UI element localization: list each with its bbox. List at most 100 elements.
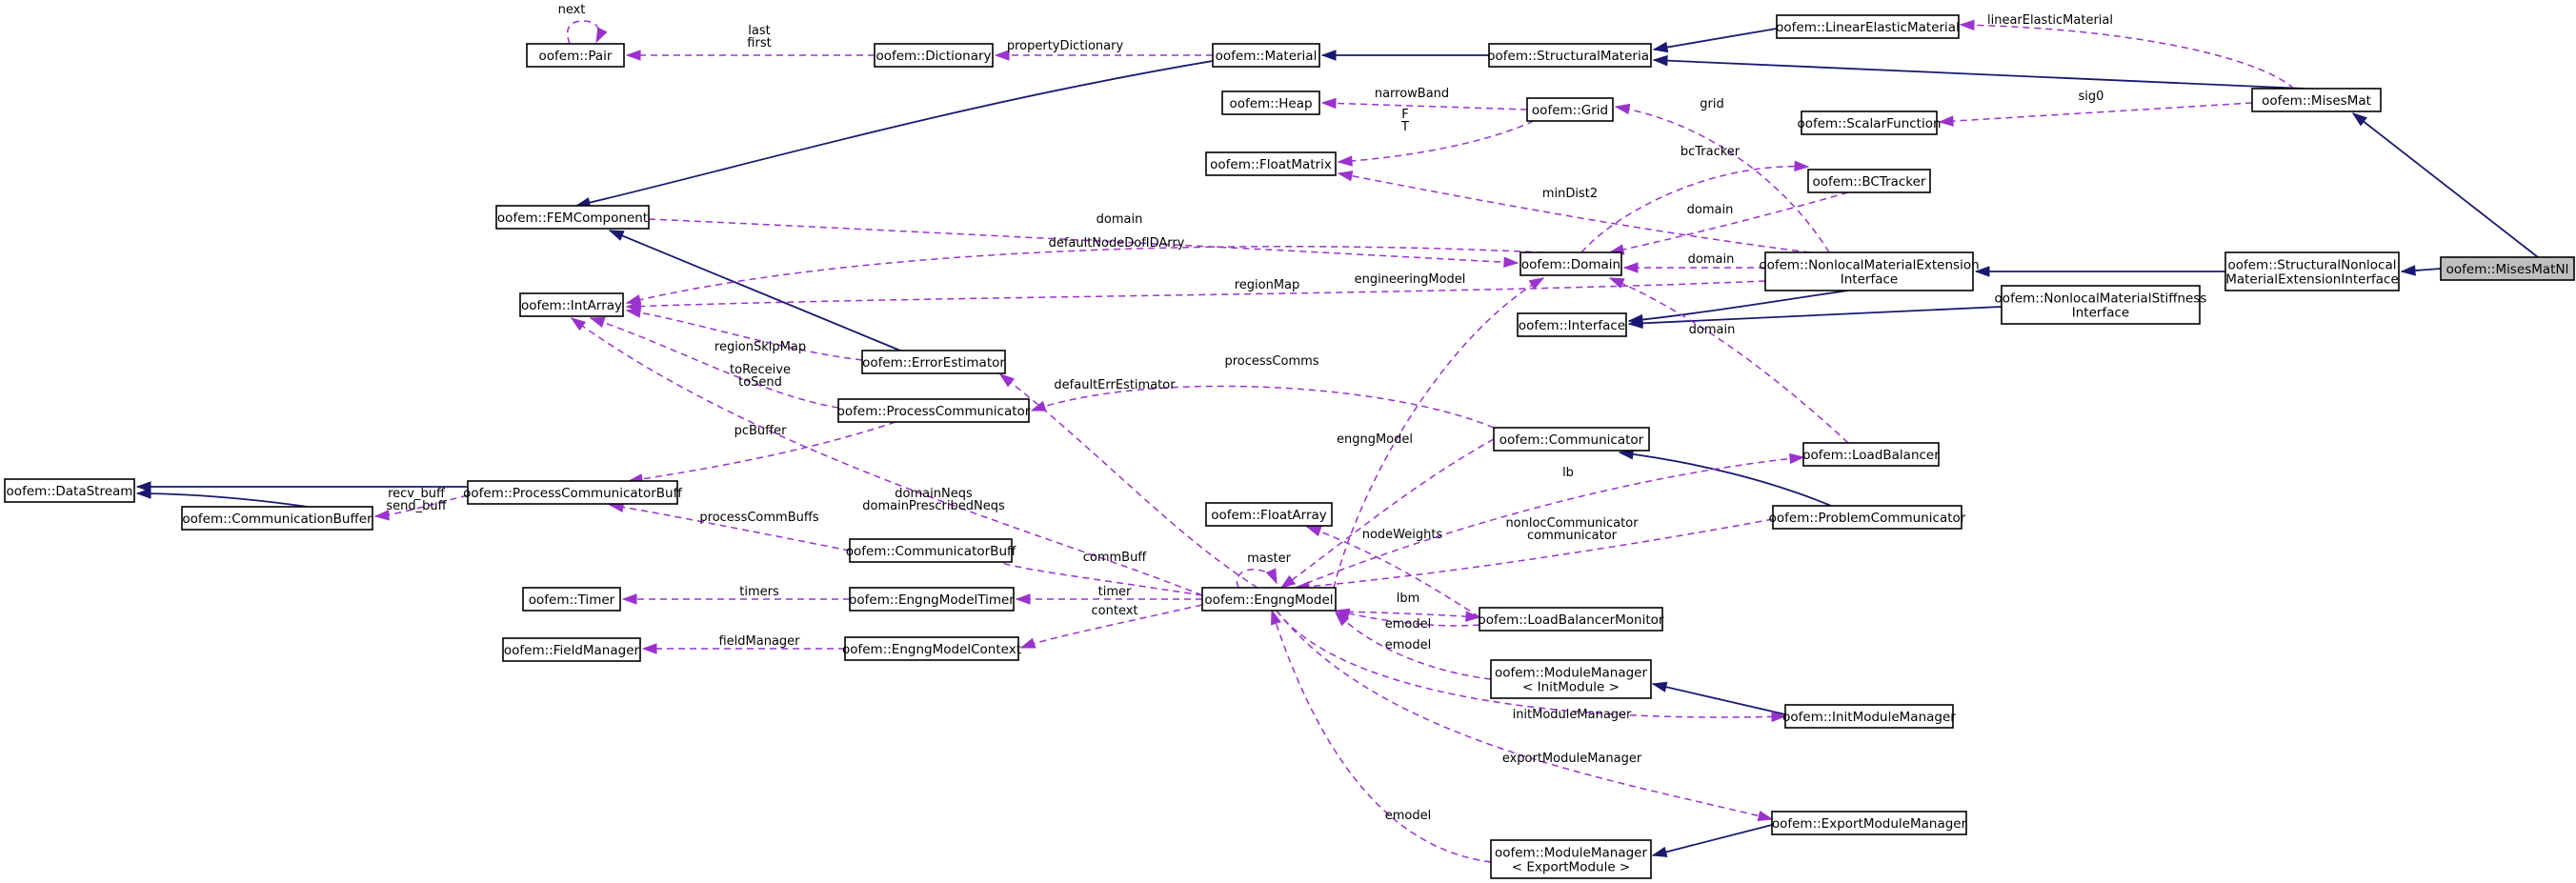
class-node-box	[1801, 110, 1938, 135]
class-node-dictionary[interactable]: oofem::Dictionary	[874, 43, 994, 68]
class-node-domain[interactable]: oofem::Domain	[1519, 251, 1622, 276]
class-node-data-stream[interactable]: oofem::DataStream	[4, 478, 135, 503]
class-node-scalar-function[interactable]: oofem::ScalarFunction	[1797, 110, 1942, 135]
class-node-box	[2224, 251, 2400, 291]
edge-label-emodel-export: emodel	[1385, 809, 1431, 823]
class-node-fem-component[interactable]: oofem::FEMComponent	[495, 205, 650, 230]
usage-edge	[1322, 103, 1528, 110]
class-node-label: oofem::EngngModelTimer	[849, 592, 1015, 608]
class-node-box	[2001, 285, 2201, 325]
class-node-box	[849, 587, 1015, 612]
usage-edge	[566, 20, 599, 45]
class-node-label: oofem::FieldManager	[504, 643, 640, 658]
class-node-material[interactable]: oofem::Material	[1212, 43, 1320, 68]
class-node-box	[1205, 502, 1333, 527]
edge-label-process-comms: processComms	[1224, 354, 1318, 369]
class-node-problem-communicator[interactable]: oofem::ProblemCommunicator	[1769, 505, 1966, 530]
edge-label-domain-bc: domain	[1687, 203, 1734, 217]
class-node-init-module-manager[interactable]: oofem::InitModuleManager	[1782, 704, 1956, 729]
class-node-process-communicator[interactable]: oofem::ProcessCommunicator	[837, 398, 1031, 423]
class-node-label: oofem::DataStream	[7, 484, 133, 499]
edge-label-comm-buff: commBuff	[1083, 551, 1148, 565]
class-node-box	[1807, 169, 1931, 193]
class-node-export-module-manager[interactable]: oofem::ExportModuleManager	[1771, 811, 1967, 835]
usage-edge	[993, 552, 1203, 596]
class-node-engng-model-timer[interactable]: oofem::EngngModelTimer	[849, 587, 1015, 612]
class-node-structural-material[interactable]: oofem::StructuralMaterial	[1487, 43, 1653, 68]
class-node-int-array[interactable]: oofem::IntArray	[519, 292, 624, 317]
class-node-load-balancer-monitor[interactable]: oofem::LoadBalancerMonitor	[1479, 607, 1664, 632]
class-node-label: oofem::BCTracker	[1813, 174, 1926, 190]
edge-label-domain-nl: domain	[1688, 252, 1735, 267]
class-node-module-manager-export[interactable]: oofem::ModuleManager< ExportModule >	[1490, 839, 1652, 879]
class-node-label: oofem::ErrorEstimator	[862, 355, 1005, 371]
class-node-process-communicator-buff[interactable]: oofem::ProcessCommunicatorBuff	[463, 480, 683, 505]
class-node-interface[interactable]: oofem::Interface	[1517, 312, 1627, 337]
class-node-mises-mat-nl[interactable]: oofem::MisesMatNl	[2440, 256, 2575, 281]
class-node-box	[1526, 97, 1614, 122]
class-node-label: oofem::Heap	[1229, 96, 1312, 111]
edge-label-sig0: sig0	[2079, 90, 2104, 104]
class-node-field-manager[interactable]: oofem::FieldManager	[502, 637, 641, 662]
class-node-bc-tracker[interactable]: oofem::BCTracker	[1807, 169, 1931, 193]
usage-edge	[1032, 385, 1495, 429]
class-node-box	[849, 538, 1013, 563]
class-node-label: oofem::ProblemCommunicator	[1769, 511, 1966, 526]
class-node-heap[interactable]: oofem::Heap	[1221, 90, 1320, 115]
class-node-box	[1221, 90, 1320, 115]
class-node-communication-buffer[interactable]: oofem::CommunicationBuffer	[181, 506, 373, 531]
class-node-grid[interactable]: oofem::Grid	[1526, 97, 1614, 122]
class-node-label: oofem::Dictionary	[875, 49, 991, 64]
usage-edge	[1961, 25, 2295, 90]
class-node-mises-mat[interactable]: oofem::MisesMat	[2251, 88, 2382, 112]
class-node-label: oofem::IntArray	[521, 298, 622, 313]
usage-edge	[1610, 277, 1849, 444]
inheritance-edge	[1620, 452, 1832, 507]
edge-label-process-comm-buffs: processCommBuffs	[699, 511, 818, 525]
class-node-label: oofem::EngngModel	[1204, 592, 1333, 608]
usage-edge	[1276, 610, 1772, 819]
class-node-box	[2440, 256, 2575, 281]
class-node-error-estimator[interactable]: oofem::ErrorEstimator	[861, 350, 1006, 374]
edge-label-emodel-lbm: emodel	[1385, 617, 1431, 632]
class-node-communicator[interactable]: oofem::Communicator	[1493, 427, 1650, 452]
inheritance-edge	[1653, 684, 1786, 715]
class-node-label: oofem::ModuleManager< ExportModule >	[1495, 846, 1648, 875]
class-node-label: oofem::FloatArray	[1211, 508, 1327, 523]
class-node-pair[interactable]: oofem::Pair	[526, 43, 625, 68]
edge-label-grid: grid	[1700, 97, 1723, 111]
class-node-label: oofem::ExportModuleManager	[1772, 816, 1967, 832]
class-node-linear-elastic-material[interactable]: oofem::LinearElasticMaterial	[1776, 14, 1960, 39]
class-node-float-array[interactable]: oofem::FloatArray	[1205, 502, 1333, 527]
class-node-label: oofem::Pair	[539, 49, 613, 64]
edge-label-timer: timer	[1098, 585, 1132, 599]
class-node-engng-model-context[interactable]: oofem::EngngModelContext	[842, 636, 1021, 661]
inheritance-edge	[1629, 306, 2002, 324]
class-node-label: oofem::InitModuleManager	[1782, 710, 1956, 725]
edge-label-property-dictionary: propertyDictionary	[1007, 39, 1124, 53]
class-node-label: oofem::MisesMat	[2262, 93, 2371, 109]
edge-label-domain-fem: domain	[1097, 212, 1143, 227]
inheritance-edge	[610, 230, 901, 351]
edge-label-engng-model: engngModel	[1337, 432, 1413, 447]
usage-edge	[1336, 612, 1492, 680]
class-node-timer[interactable]: oofem::Timer	[522, 587, 621, 612]
usage-edge	[627, 280, 1766, 307]
inheritance-edge	[1629, 290, 1849, 321]
class-node-communicator-buff[interactable]: oofem::CommunicatorBuff	[846, 538, 1016, 563]
class-node-module-manager-init[interactable]: oofem::ModuleManager< InitModule >	[1490, 659, 1652, 699]
usage-edge	[572, 318, 1203, 596]
class-node-box	[4, 478, 135, 503]
usage-edge	[610, 505, 851, 552]
class-node-load-balancer[interactable]: oofem::LoadBalancer	[1802, 442, 1940, 467]
class-node-float-matrix[interactable]: oofem::FloatMatrix	[1205, 151, 1337, 176]
usage-edge	[1281, 438, 1495, 588]
class-node-engng-model[interactable]: oofem::EngngModel	[1201, 587, 1337, 612]
class-node-label: oofem::ProcessCommunicatorBuff	[463, 486, 683, 501]
